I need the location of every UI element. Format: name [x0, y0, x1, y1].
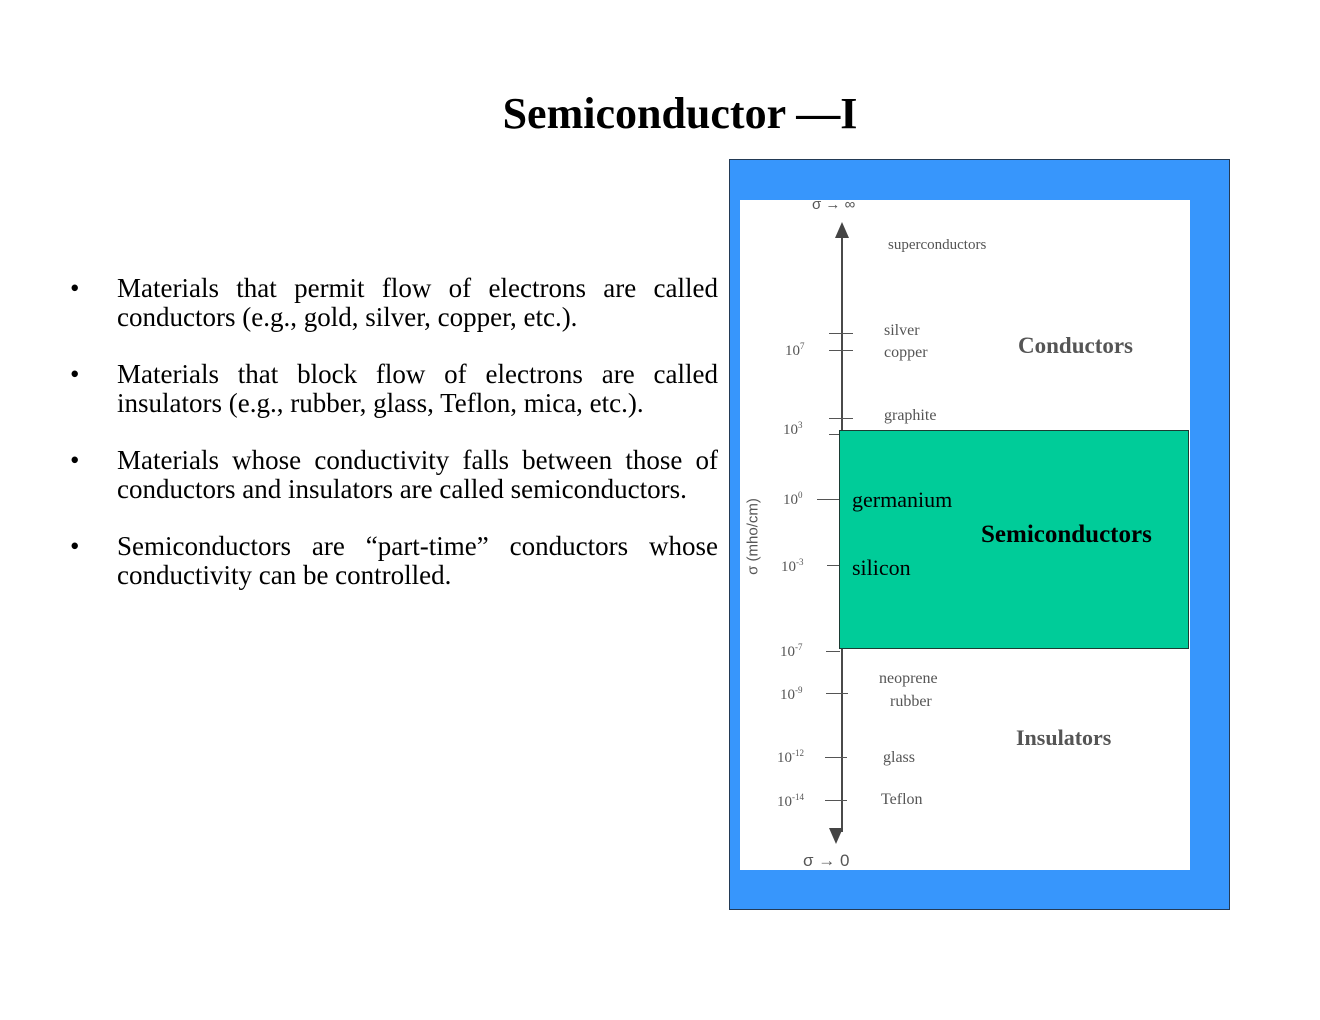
- label-rubber: rubber: [890, 693, 932, 710]
- bullet-text: Materials that permit flow of electrons …: [117, 273, 718, 332]
- axis-bottom-label: σ → 0: [803, 851, 850, 870]
- tick-label-1e-14: 10-14: [777, 792, 804, 810]
- label-copper: copper: [884, 344, 928, 361]
- label-germanium: germanium: [852, 487, 953, 512]
- tick-label-1e-3: 10-3: [781, 557, 804, 575]
- bullet-semiconductors: • Materials whose conductivity falls bet…: [70, 446, 718, 504]
- semiconductor-band: [839, 430, 1189, 649]
- bullet-text: Semiconductors are “part-time” conductor…: [117, 531, 718, 590]
- bullet-marker: •: [70, 445, 80, 475]
- label-superconductors: superconductors: [888, 237, 987, 253]
- arrow-down-icon: [829, 828, 843, 844]
- bullet-text: Materials that block flow of electrons a…: [117, 359, 718, 418]
- label-silicon: silicon: [852, 555, 911, 580]
- tick-label-1e0: 100: [783, 490, 803, 508]
- bullet-part-time: • Semiconductors are “part-time” conduct…: [70, 532, 718, 590]
- bullet-marker: •: [70, 273, 80, 303]
- region-insulators: Insulators: [1016, 725, 1112, 750]
- region-semiconductors: Semiconductors: [981, 521, 1152, 548]
- axis-top-label: σ → ∞: [812, 196, 856, 213]
- bullet-marker: •: [70, 531, 80, 561]
- tick-label-1e7: 107: [785, 341, 805, 359]
- arrow-up-icon: [835, 222, 849, 238]
- tick-label-1e3: 103: [783, 420, 803, 438]
- bullet-marker: •: [70, 359, 80, 389]
- label-neoprene: neoprene: [879, 670, 938, 687]
- bullet-conductors: • Materials that permit flow of electron…: [70, 274, 718, 332]
- label-graphite: graphite: [884, 407, 937, 424]
- axis-label: σ (mho/cm): [744, 498, 762, 575]
- label-teflon: Teflon: [881, 791, 923, 808]
- label-glass: glass: [883, 749, 915, 766]
- bullet-insulators: • Materials that block flow of electrons…: [70, 360, 718, 418]
- tick-label-1e-7: 10-7: [780, 642, 803, 660]
- region-conductors: Conductors: [1018, 333, 1134, 358]
- tick-label-1e-12: 10-12: [777, 748, 804, 766]
- slide-title: Semiconductor —I: [502, 89, 858, 138]
- bullet-list: • Materials that permit flow of electron…: [70, 274, 718, 618]
- tick-label-1e-9: 10-9: [780, 685, 803, 703]
- bullet-text: Materials whose conductivity falls betwe…: [117, 445, 718, 504]
- label-silver: silver: [884, 322, 920, 339]
